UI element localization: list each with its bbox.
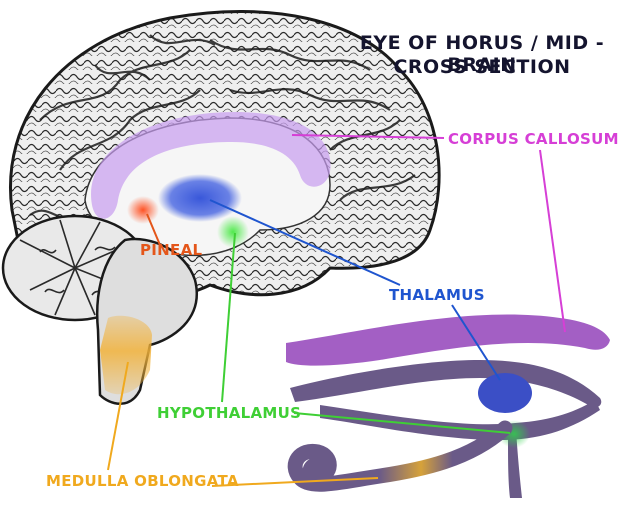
title-line-1: EYE OF HORUS / MID - BRAIN [359, 32, 605, 76]
eye-of-horus [286, 314, 610, 498]
title-line-2: CROSS SECTION [393, 56, 571, 78]
corpus-callosum-shape [91, 112, 331, 219]
eye-upper-lid [290, 360, 602, 408]
connector-lines [107, 134, 566, 487]
eye-pupil [478, 373, 532, 413]
eye-spiral-tail [287, 420, 513, 492]
label-corpus-callosum: CORPUS CALLOSUM [448, 130, 619, 148]
medulla-connector [107, 361, 129, 471]
pineal-connector [146, 213, 161, 246]
pineal-shape [127, 196, 159, 224]
sulci-lines [29, 34, 416, 221]
label-thalamus: THALAMUS [389, 286, 485, 304]
eye-brow [286, 314, 610, 366]
thalamus-connector [209, 199, 401, 286]
thalamus-eye-connector [451, 304, 501, 381]
thalamus-shape [158, 174, 242, 222]
corpus-callosum-eye-connector [539, 149, 566, 333]
medulla-oblongata-shape [100, 315, 152, 395]
corpus-callosum-connector [291, 134, 445, 139]
hypothalamus-eye-connector [293, 412, 511, 434]
medulla-eye-connector [211, 477, 379, 487]
brain-illustration [1, 10, 441, 405]
label-medulla-oblongata: MEDULLA OBLONGATA [46, 472, 239, 490]
hypothalamus-connector [221, 232, 236, 403]
eye-lower-lid [320, 400, 600, 440]
hypothalamus-shape [217, 216, 249, 248]
label-hypothalamus: HYPOTHALAMUS [157, 404, 302, 422]
label-pineal: PINEAL [140, 241, 203, 259]
